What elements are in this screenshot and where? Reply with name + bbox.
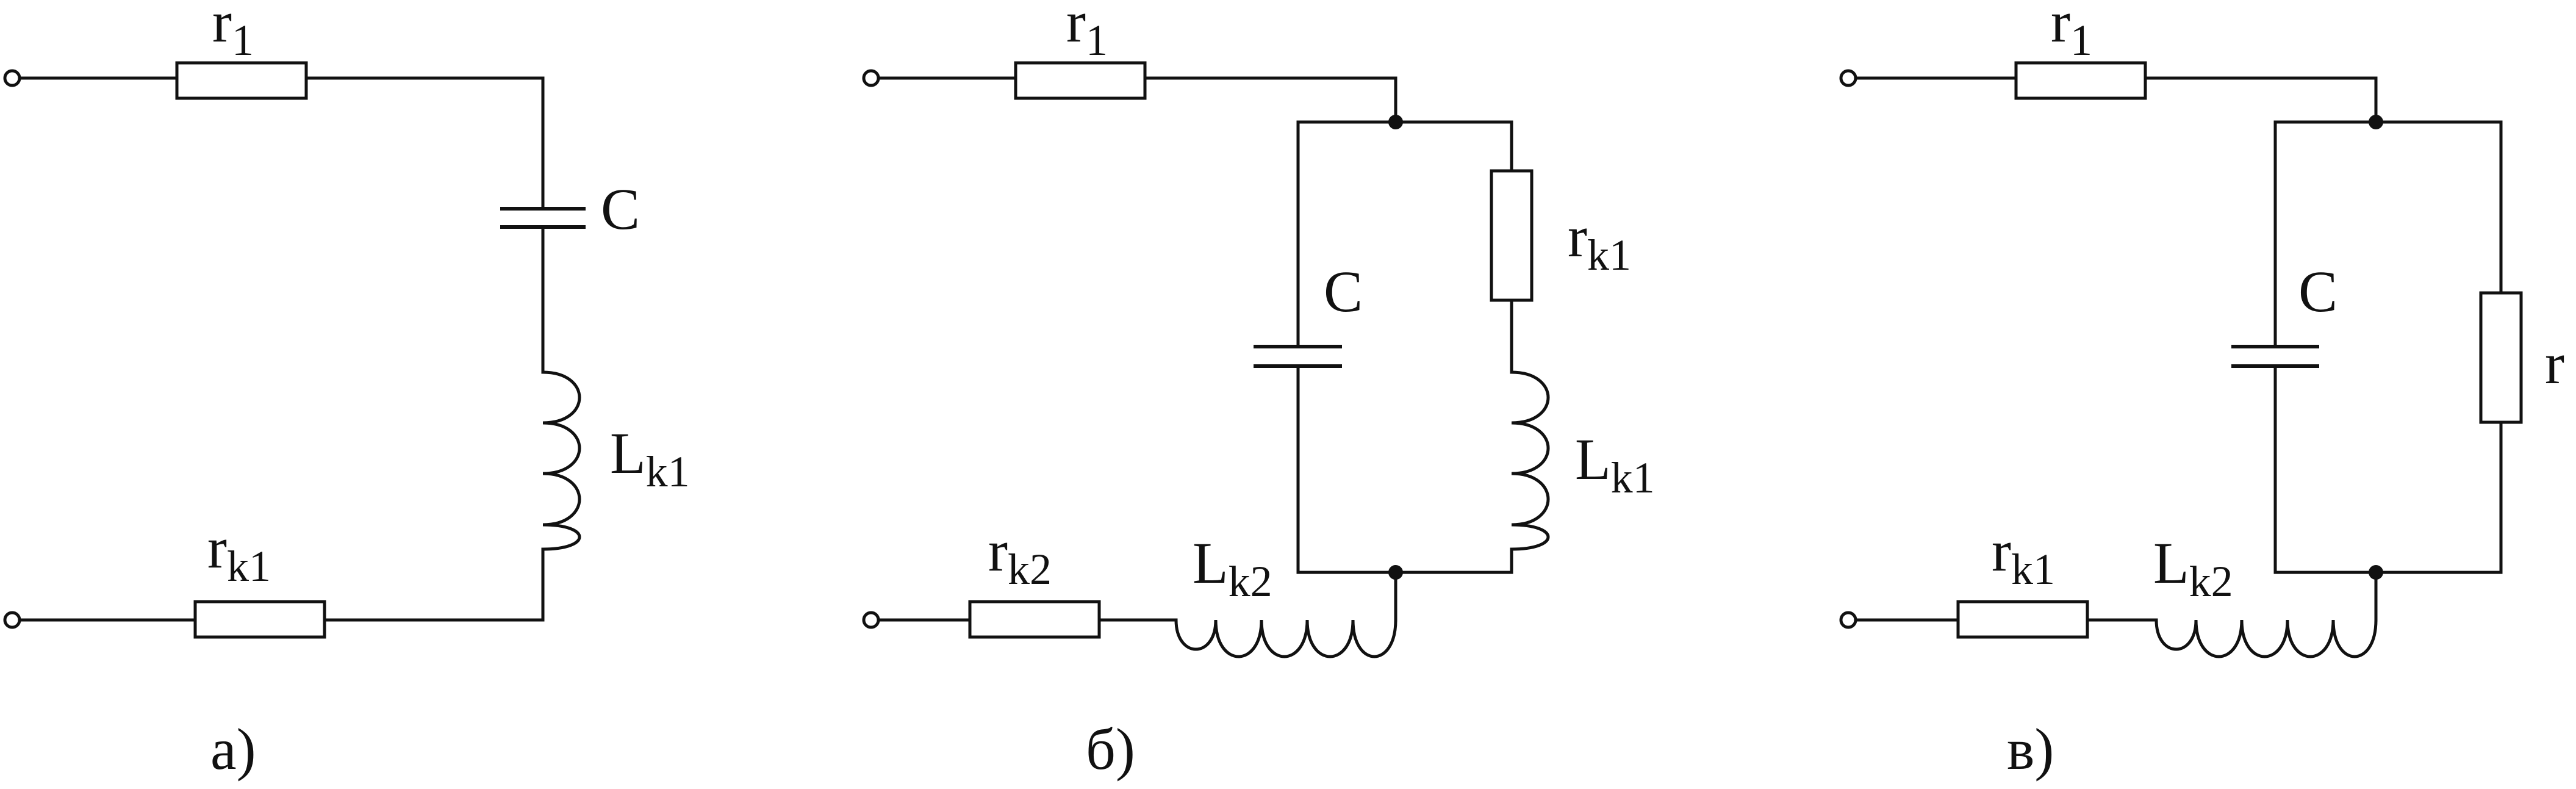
resistor-b-r1	[1014, 61, 1147, 100]
label-a-lk1: Lk1	[610, 420, 690, 496]
terminal-b-bottom	[862, 611, 880, 629]
resistor-a-rk1	[193, 600, 326, 639]
label-c-lk2: Lk2	[2153, 530, 2233, 606]
node-c-top	[2369, 115, 2383, 129]
terminal-b-top	[862, 69, 880, 87]
label-c-r: r	[2545, 331, 2564, 396]
terminal-a-top	[3, 69, 21, 87]
label-b-lk1: Lk1	[1575, 427, 1655, 502]
resistor-c-rk1	[1956, 600, 2089, 639]
resistor-a-r1	[175, 61, 308, 100]
resistor-c-r	[2479, 291, 2523, 424]
circuit-a: r1 C Lk1 rk1 а)	[3, 0, 690, 782]
terminal-c-bottom	[1839, 611, 1857, 629]
label-b-rk1: rk1	[1568, 204, 1631, 279]
label-a-rk1: rk1	[207, 515, 271, 591]
caption-c: в)	[2007, 716, 2054, 782]
node-b-top	[1388, 115, 1403, 129]
label-c-c: C	[2298, 259, 2337, 324]
circuit-b: r1 C rk1 Lk1 rk2 Lk2 б)	[862, 0, 1655, 782]
inductor-b-lk2	[1174, 618, 1397, 658]
circuit-c: r1 C r rk1 Lk2 в)	[1839, 0, 2564, 782]
label-b-c: C	[1324, 259, 1363, 324]
label-a-r1: r1	[212, 0, 254, 65]
inductor-c-lk2	[2154, 618, 2378, 658]
resistor-b-rk2	[968, 600, 1101, 639]
label-b-lk2: Lk2	[1193, 530, 1272, 606]
label-a-c: C	[601, 176, 640, 242]
caption-a: а)	[210, 716, 256, 782]
terminal-c-top	[1839, 69, 1857, 87]
terminal-a-bottom	[3, 611, 21, 629]
label-c-rk1: rk1	[1992, 518, 2055, 594]
caption-b: б)	[1086, 716, 1135, 782]
label-b-r1: r1	[1066, 0, 1108, 65]
resistor-c-r1	[2014, 61, 2147, 100]
resistor-b-rk1	[1490, 169, 1534, 302]
label-b-rk2: rk2	[988, 518, 1052, 594]
inductor-b-lk1	[1510, 370, 1550, 551]
label-c-r1: r1	[2051, 0, 2092, 65]
inductor-a-lk1	[541, 370, 581, 551]
